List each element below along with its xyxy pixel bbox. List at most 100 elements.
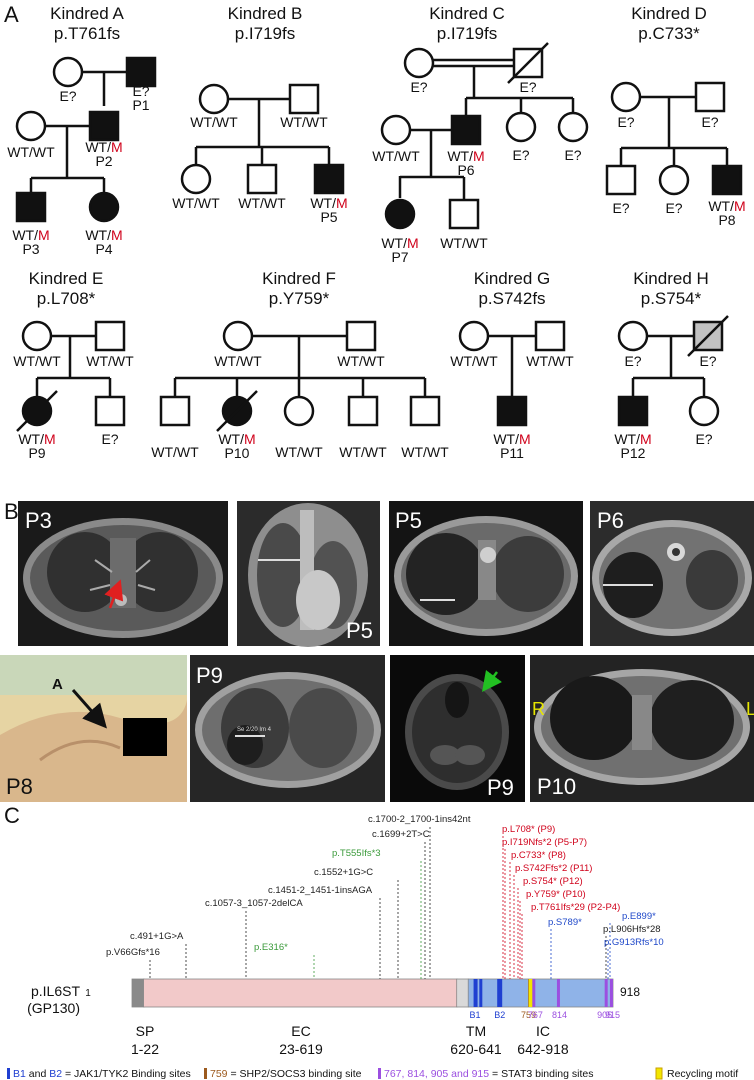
female-symbol: [15, 110, 47, 142]
female-symbol: [21, 320, 53, 352]
genotype-label: E?: [564, 147, 581, 163]
kindred-e-title: Kindred E: [29, 269, 104, 288]
kindred-h-title: Kindred H: [633, 269, 709, 288]
site-label: 905: [597, 1010, 612, 1020]
legend-stat3-text: = STAT3 binding sites: [489, 1068, 593, 1080]
variant-label: p.E316*: [254, 942, 288, 953]
variant-label: c.1700-2_1700-1ins42nt: [368, 814, 471, 825]
legend-and: and: [26, 1068, 49, 1080]
male-symbol: [94, 395, 126, 427]
kindred-c-variant: p.I719fs: [437, 24, 498, 43]
female-symbol: [617, 320, 649, 352]
male-symbol: [15, 191, 47, 223]
female-symbol: [384, 198, 416, 230]
genotype-label: E?: [101, 431, 118, 447]
variant-label-red: p.L708* (P9): [502, 824, 555, 835]
genotype-label: WT/WT: [238, 195, 286, 211]
patient-id: P11: [500, 445, 524, 461]
genotype-label: WT/M: [85, 139, 122, 155]
female-symbol: [380, 114, 412, 146]
kindred-a-title: Kindred A: [50, 4, 124, 23]
domain-tm: [456, 978, 470, 1008]
xray-image-p5: [237, 501, 380, 647]
genotype-label: E?: [410, 79, 427, 95]
male-symbol: [617, 395, 649, 427]
stat3-site-905: [604, 979, 608, 1007]
image-label-p5-ct: P5: [395, 508, 422, 533]
genotype-label: WT/WT: [440, 235, 488, 251]
female-symbol: [658, 164, 690, 196]
genotype-label: E?: [695, 431, 712, 447]
female-symbol: [505, 111, 537, 143]
genotype-label: E?: [624, 353, 641, 369]
recycling-motif: [528, 979, 534, 1007]
genotype-m: M: [336, 195, 348, 211]
kindred-f-variant: p.Y759*: [269, 289, 330, 308]
jak-site-b2: [497, 979, 503, 1007]
pedigrees: [15, 42, 743, 432]
genotype-wt: WT/: [85, 139, 111, 155]
deceased-slash: [687, 315, 729, 357]
genotype-m: M: [44, 431, 56, 447]
patient-id: P9: [28, 445, 45, 461]
genotype-m: M: [244, 431, 256, 447]
kindred-f-title: Kindred F: [262, 269, 336, 288]
genotype-label: WT/WT: [214, 353, 262, 369]
variant-label-red: p.I719Nfs*2 (P5-P7): [502, 837, 587, 848]
domain-ec: [143, 978, 458, 1008]
genotype-label: WT/WT: [172, 195, 220, 211]
genotype-m: M: [734, 198, 746, 214]
variant-label: c.491+1G>A: [130, 931, 184, 942]
patient-id: P8: [718, 212, 735, 228]
kindred-b-variant: p.I719fs: [235, 24, 296, 43]
genotype-label: E?: [699, 353, 716, 369]
stat3-site-814: [556, 979, 560, 1007]
protein-start: 1: [85, 988, 91, 999]
variant-label-red: p.Y759* (P10): [526, 889, 586, 900]
domain-range: 620-641: [450, 1041, 502, 1057]
genotype-label: E?: [617, 114, 634, 130]
male-symbol: [345, 320, 377, 352]
genotype-label: WT/M: [614, 431, 651, 447]
genotype-m: M: [111, 227, 123, 243]
domain-range: 23-619: [279, 1041, 323, 1057]
genotype-m: M: [519, 431, 531, 447]
genotype-label: WT/M: [381, 235, 418, 251]
genotype-m: M: [640, 431, 652, 447]
site-label: B1: [470, 1010, 481, 1020]
variant-label: c.1451-2_1451-1insAGA: [268, 885, 373, 896]
variant-label: p.S789*: [548, 917, 582, 928]
patient-id: P4: [95, 241, 112, 257]
ct-image-p5: [389, 501, 583, 646]
patient-id: P12: [621, 445, 646, 461]
genotype-label: WT/M: [85, 227, 122, 243]
genotype-label: WT/WT: [450, 353, 498, 369]
ct-image-p9: [190, 655, 385, 802]
genotype-wt: WT/: [310, 195, 336, 211]
deceased-slash: [507, 42, 549, 84]
variant-label-red: p.S754* (P12): [523, 876, 583, 887]
photo-arrow-label: A: [52, 676, 63, 693]
protein-end: 918: [620, 985, 640, 999]
image-label-p9-ct: P9: [196, 663, 223, 688]
kindred-d-variant: p.C733*: [638, 24, 700, 43]
kindred-e-variant: p.L708*: [37, 289, 96, 308]
genotype-wt: WT/: [12, 227, 38, 243]
genotype-label: E?: [59, 88, 76, 104]
genotype-label: WT/WT: [280, 114, 328, 130]
site-label: 814: [552, 1010, 567, 1020]
genotype-label: WT/M: [708, 198, 745, 214]
kindred-a-variant: p.T761fs: [54, 24, 120, 43]
stat3-site-915: [609, 979, 613, 1007]
image-label-p6: P6: [597, 508, 624, 533]
site-label: B2: [494, 1010, 505, 1020]
legend-stat3-nums: 767, 814, 905 and 915: [384, 1068, 489, 1080]
variant-label: p.T555Ifs*3: [332, 848, 381, 859]
female-symbol: [283, 395, 315, 427]
svg-text:767, 814, 905 and 915 = STAT3: 767, 814, 905 and 915 = STAT3 binding si…: [384, 1068, 593, 1080]
svg-text:B1 and B2 = JAK1/TYK2 Binding: B1 and B2 = JAK1/TYK2 Binding sites: [13, 1068, 191, 1080]
site-label: 767: [528, 1010, 543, 1020]
